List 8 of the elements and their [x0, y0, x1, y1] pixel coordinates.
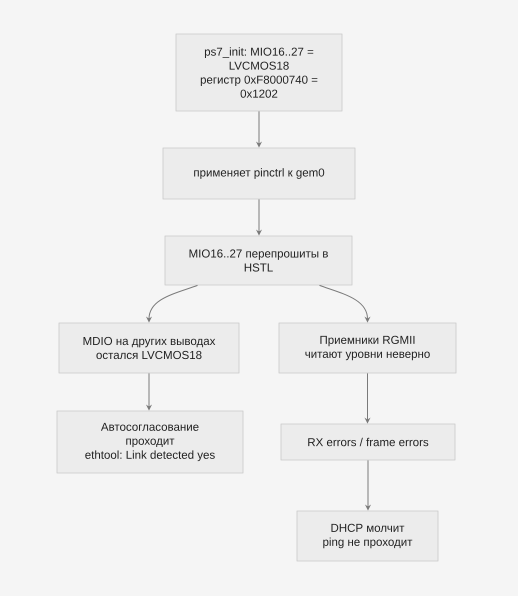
process-box: DHCP молчит ping не проходит: [296, 510, 438, 562]
process-box: RX errors / frame errors: [280, 424, 456, 460]
process-box: MIO16..27 перепрошиты в HSTL: [164, 236, 352, 286]
process-box: ps7_init: MIO16..27 = LVCMOS18 регистр 0xF8000740 = 0x1202: [176, 34, 342, 112]
process-box: Автосогласование проходит ethtool: Link detected yes: [56, 410, 244, 474]
process-box: MDIO на других выводах остался LVCMOS18: [58, 322, 240, 374]
process-box: Приемники RGMII читают уровни неверно: [278, 322, 456, 374]
process-box: применяет pinctrl к gem0: [162, 148, 356, 200]
